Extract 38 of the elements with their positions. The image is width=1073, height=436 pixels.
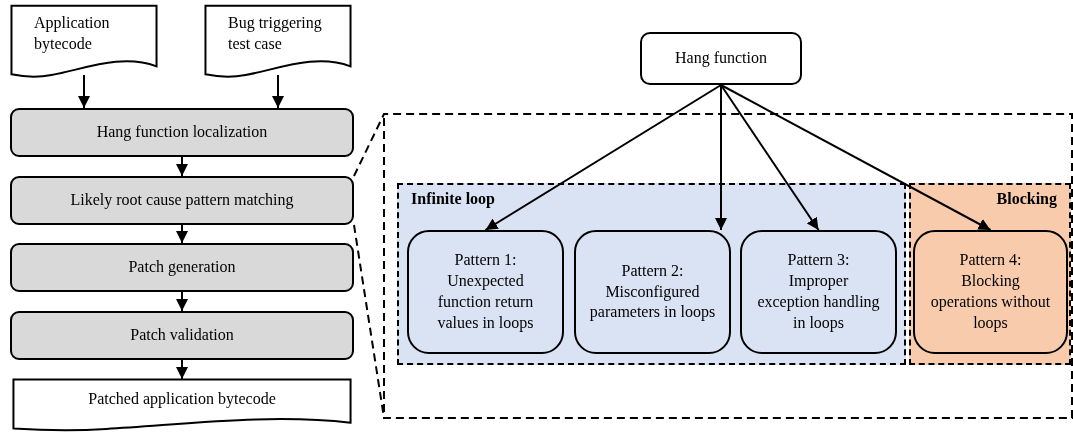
arrow (484, 84, 722, 231)
group-band (909, 183, 1071, 365)
arrow (720, 84, 992, 231)
node-label: Pattern 3: Improper exception handling in loops (756, 250, 881, 334)
node-label: Patched application bytecode (88, 388, 276, 410)
rounded-box (640, 32, 802, 85)
pattern-box (574, 230, 731, 354)
group-heading: Blocking (996, 189, 1057, 210)
process-box (10, 176, 354, 225)
node-label: Hang function localization (96, 122, 268, 143)
pattern-box (740, 230, 897, 354)
arrow (176, 291, 188, 312)
arrow (176, 156, 188, 177)
arrow (176, 224, 188, 244)
document-shape (10, 5, 158, 78)
node-label: Patch validation (130, 325, 234, 346)
document-shape (204, 5, 352, 78)
node-label: Pattern 2: Misconfigured parameters in loops (588, 260, 717, 323)
node-label: Application bytecode (34, 13, 111, 55)
pattern-box (407, 230, 564, 354)
arrow (176, 359, 188, 380)
arrow (720, 84, 820, 231)
process-box (10, 243, 354, 292)
process-box (10, 108, 354, 157)
node-label: Likely root cause pattern matching (70, 190, 294, 211)
node-label: Patch generation (128, 257, 236, 278)
arrow (78, 74, 90, 109)
document-shape (10, 379, 354, 431)
node-label: Pattern 1: Unexpected function return values in loops (436, 250, 535, 334)
group-band (397, 183, 906, 365)
node-label: Bug triggering test case (228, 13, 323, 54)
group-heading: Infinite loop (411, 189, 495, 210)
arrow (715, 84, 727, 231)
node-label: Hang function (675, 48, 767, 69)
pattern-box (913, 230, 1068, 354)
node-label: Pattern 4: Blocking operations without loops (930, 250, 1051, 334)
arrow (272, 74, 284, 109)
process-box (10, 311, 354, 360)
